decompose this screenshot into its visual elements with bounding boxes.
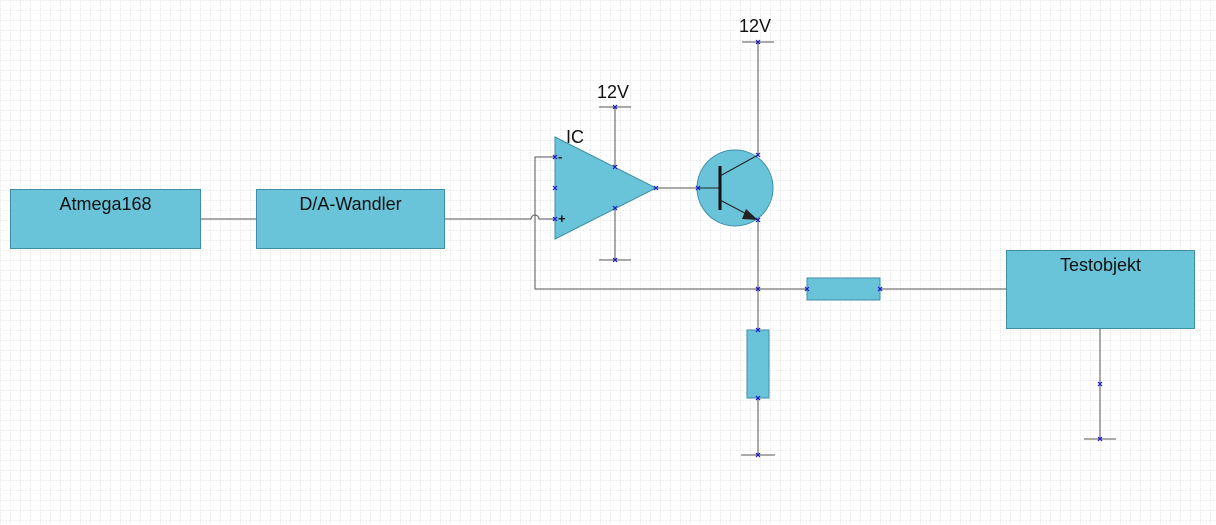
da-converter-label: D/A-Wandler	[299, 194, 402, 214]
testobject-block: Testobjekt	[1006, 250, 1195, 329]
supply-12v-opamp-label: 12V	[597, 82, 630, 102]
opamp-plus-label: +	[558, 211, 566, 226]
connection-node	[804, 286, 810, 292]
connection-node	[612, 257, 618, 263]
connection-node	[1097, 381, 1103, 387]
connection-node	[612, 164, 618, 170]
da-converter-block: D/A-Wandler	[256, 189, 445, 249]
transistor-body	[696, 149, 774, 227]
connection-node	[755, 395, 761, 401]
opamp-minus-label: -	[558, 149, 563, 164]
transistor-collector	[719, 154, 759, 177]
transistor-emitter-arrow	[742, 209, 758, 220]
wire-feedback	[534, 156, 807, 290]
connection-node	[695, 185, 701, 191]
atmega168-block: Atmega168	[10, 189, 201, 249]
connection-node	[755, 327, 761, 333]
connection-node	[755, 286, 761, 292]
connection-node	[552, 154, 558, 160]
atmega168-label: Atmega168	[59, 194, 152, 214]
connection-node	[877, 286, 883, 292]
connection-node	[755, 217, 761, 223]
resistor-horizontal	[806, 277, 881, 301]
transistor	[696, 149, 774, 227]
connection-node	[612, 205, 618, 211]
testobject-label: Testobjekt	[1059, 255, 1142, 275]
resistor-vertical	[746, 329, 770, 399]
connection-node	[612, 104, 618, 110]
connection-node	[653, 185, 659, 191]
supply-12v-transistor-label: 12V	[739, 16, 772, 36]
connection-node	[1097, 436, 1103, 442]
connection-node	[755, 452, 761, 458]
connection-node	[755, 39, 761, 45]
opamp-label: IC	[566, 127, 584, 147]
connection-nodes	[552, 39, 1103, 458]
connection-node	[755, 152, 761, 158]
connection-node	[552, 185, 558, 191]
connection-node	[552, 216, 558, 222]
